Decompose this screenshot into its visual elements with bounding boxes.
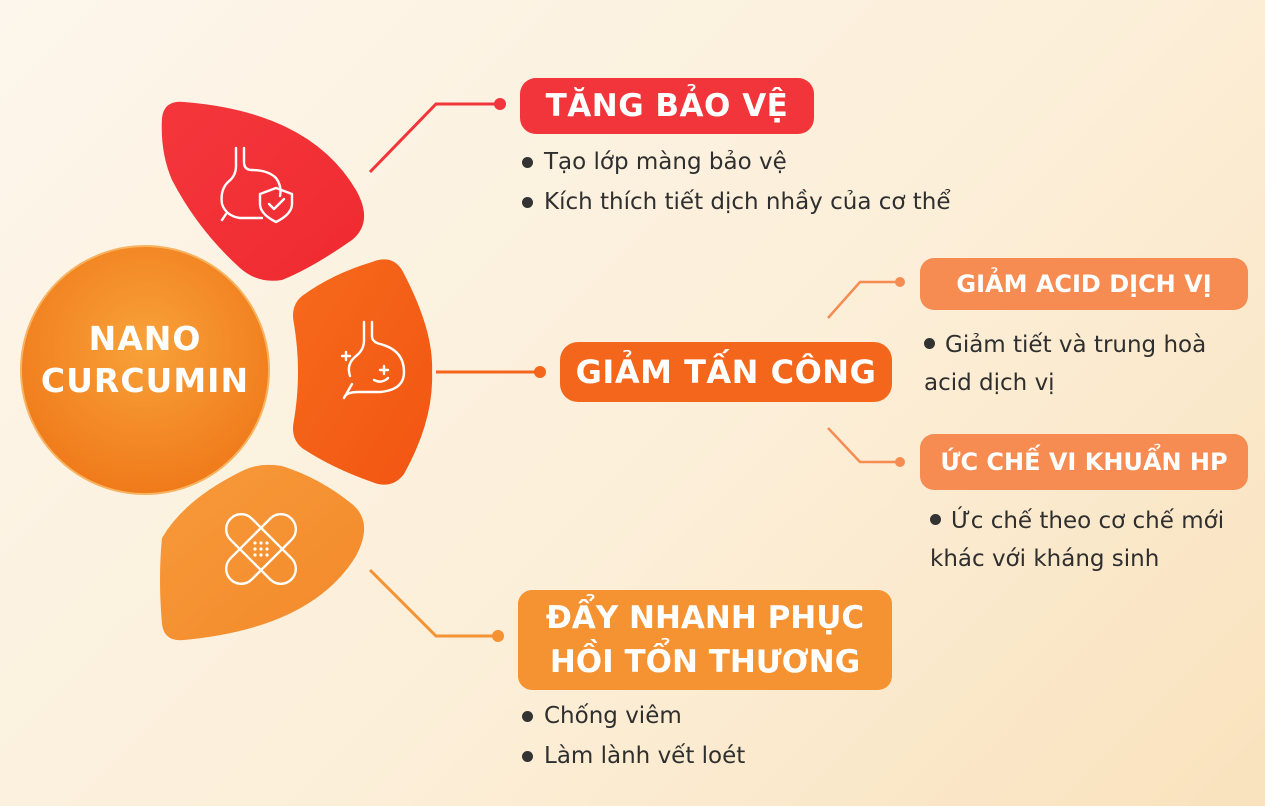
- hp-title-pill: ỨC CHẾ VI KHUẨN HP: [920, 434, 1248, 490]
- acid-title-pill: GIẢM ACID DỊCH VỊ: [920, 258, 1248, 310]
- acid-title: GIẢM ACID DỊCH VỊ: [956, 270, 1212, 298]
- core-label-line2: CURCUMIN: [40, 361, 250, 400]
- acid-text: Giảm tiết và trung hoà acid dịch vị: [924, 326, 1259, 402]
- connector-heal: [368, 568, 504, 642]
- hp-bullet-dot: [930, 514, 941, 525]
- stomach-shield-icon: [220, 146, 294, 224]
- core-label-line1: NANO: [88, 319, 202, 358]
- hp-text-line2: khác với kháng sinh: [930, 546, 1160, 572]
- core-label: NANO CURCUMIN: [21, 318, 269, 402]
- petal-heal: [160, 464, 365, 641]
- core-circle: [20, 245, 270, 495]
- hp-text: Ức chế theo cơ chế mới khác với kháng si…: [930, 502, 1262, 578]
- protect-title: TĂNG BẢO VỆ: [545, 88, 789, 124]
- acid-text-line1: Giảm tiết và trung hoà: [945, 332, 1207, 358]
- stomach-plus-icon: [340, 320, 406, 400]
- hp-text-line1: Ức chế theo cơ chế mới: [951, 508, 1225, 534]
- hp-title: ỨC CHẾ VI KHUẨN HP: [940, 448, 1228, 476]
- petal-protect: [161, 101, 365, 281]
- connector-protect: [368, 98, 506, 174]
- bandage-icon: [225, 513, 297, 585]
- heal-bullet-2: Làm lành vết loét: [522, 736, 745, 776]
- protect-bullet-2: Kích thích tiết dịch nhầy của cơ thể: [522, 182, 951, 222]
- connector-attack: [436, 366, 546, 378]
- heal-title-line1: ĐẨY NHANH PHỤC: [545, 600, 865, 636]
- heal-bullet-1: Chống viêm: [522, 696, 745, 736]
- acid-text-line2: acid dịch vị: [924, 370, 1055, 396]
- petal-attack: [293, 259, 433, 485]
- heal-bullet-list: Chống viêm Làm lành vết loét: [522, 696, 745, 776]
- attack-title-pill: GIẢM TẤN CÔNG: [560, 342, 892, 402]
- heal-title-pill: ĐẨY NHANH PHỤC HỒI TỔN THƯƠNG: [518, 590, 892, 690]
- connector-hp: [827, 427, 905, 467]
- attack-title: GIẢM TẤN CÔNG: [575, 353, 877, 391]
- protect-title-pill: TĂNG BẢO VỆ: [520, 78, 814, 134]
- heal-title-line2: HỒI TỔN THƯƠNG: [549, 644, 861, 680]
- connector-acid: [827, 277, 905, 319]
- protect-bullet-1: Tạo lớp màng bảo vệ: [522, 142, 951, 182]
- acid-bullet-dot: [924, 338, 935, 349]
- protect-bullet-list: Tạo lớp màng bảo vệ Kích thích tiết dịch…: [522, 142, 951, 222]
